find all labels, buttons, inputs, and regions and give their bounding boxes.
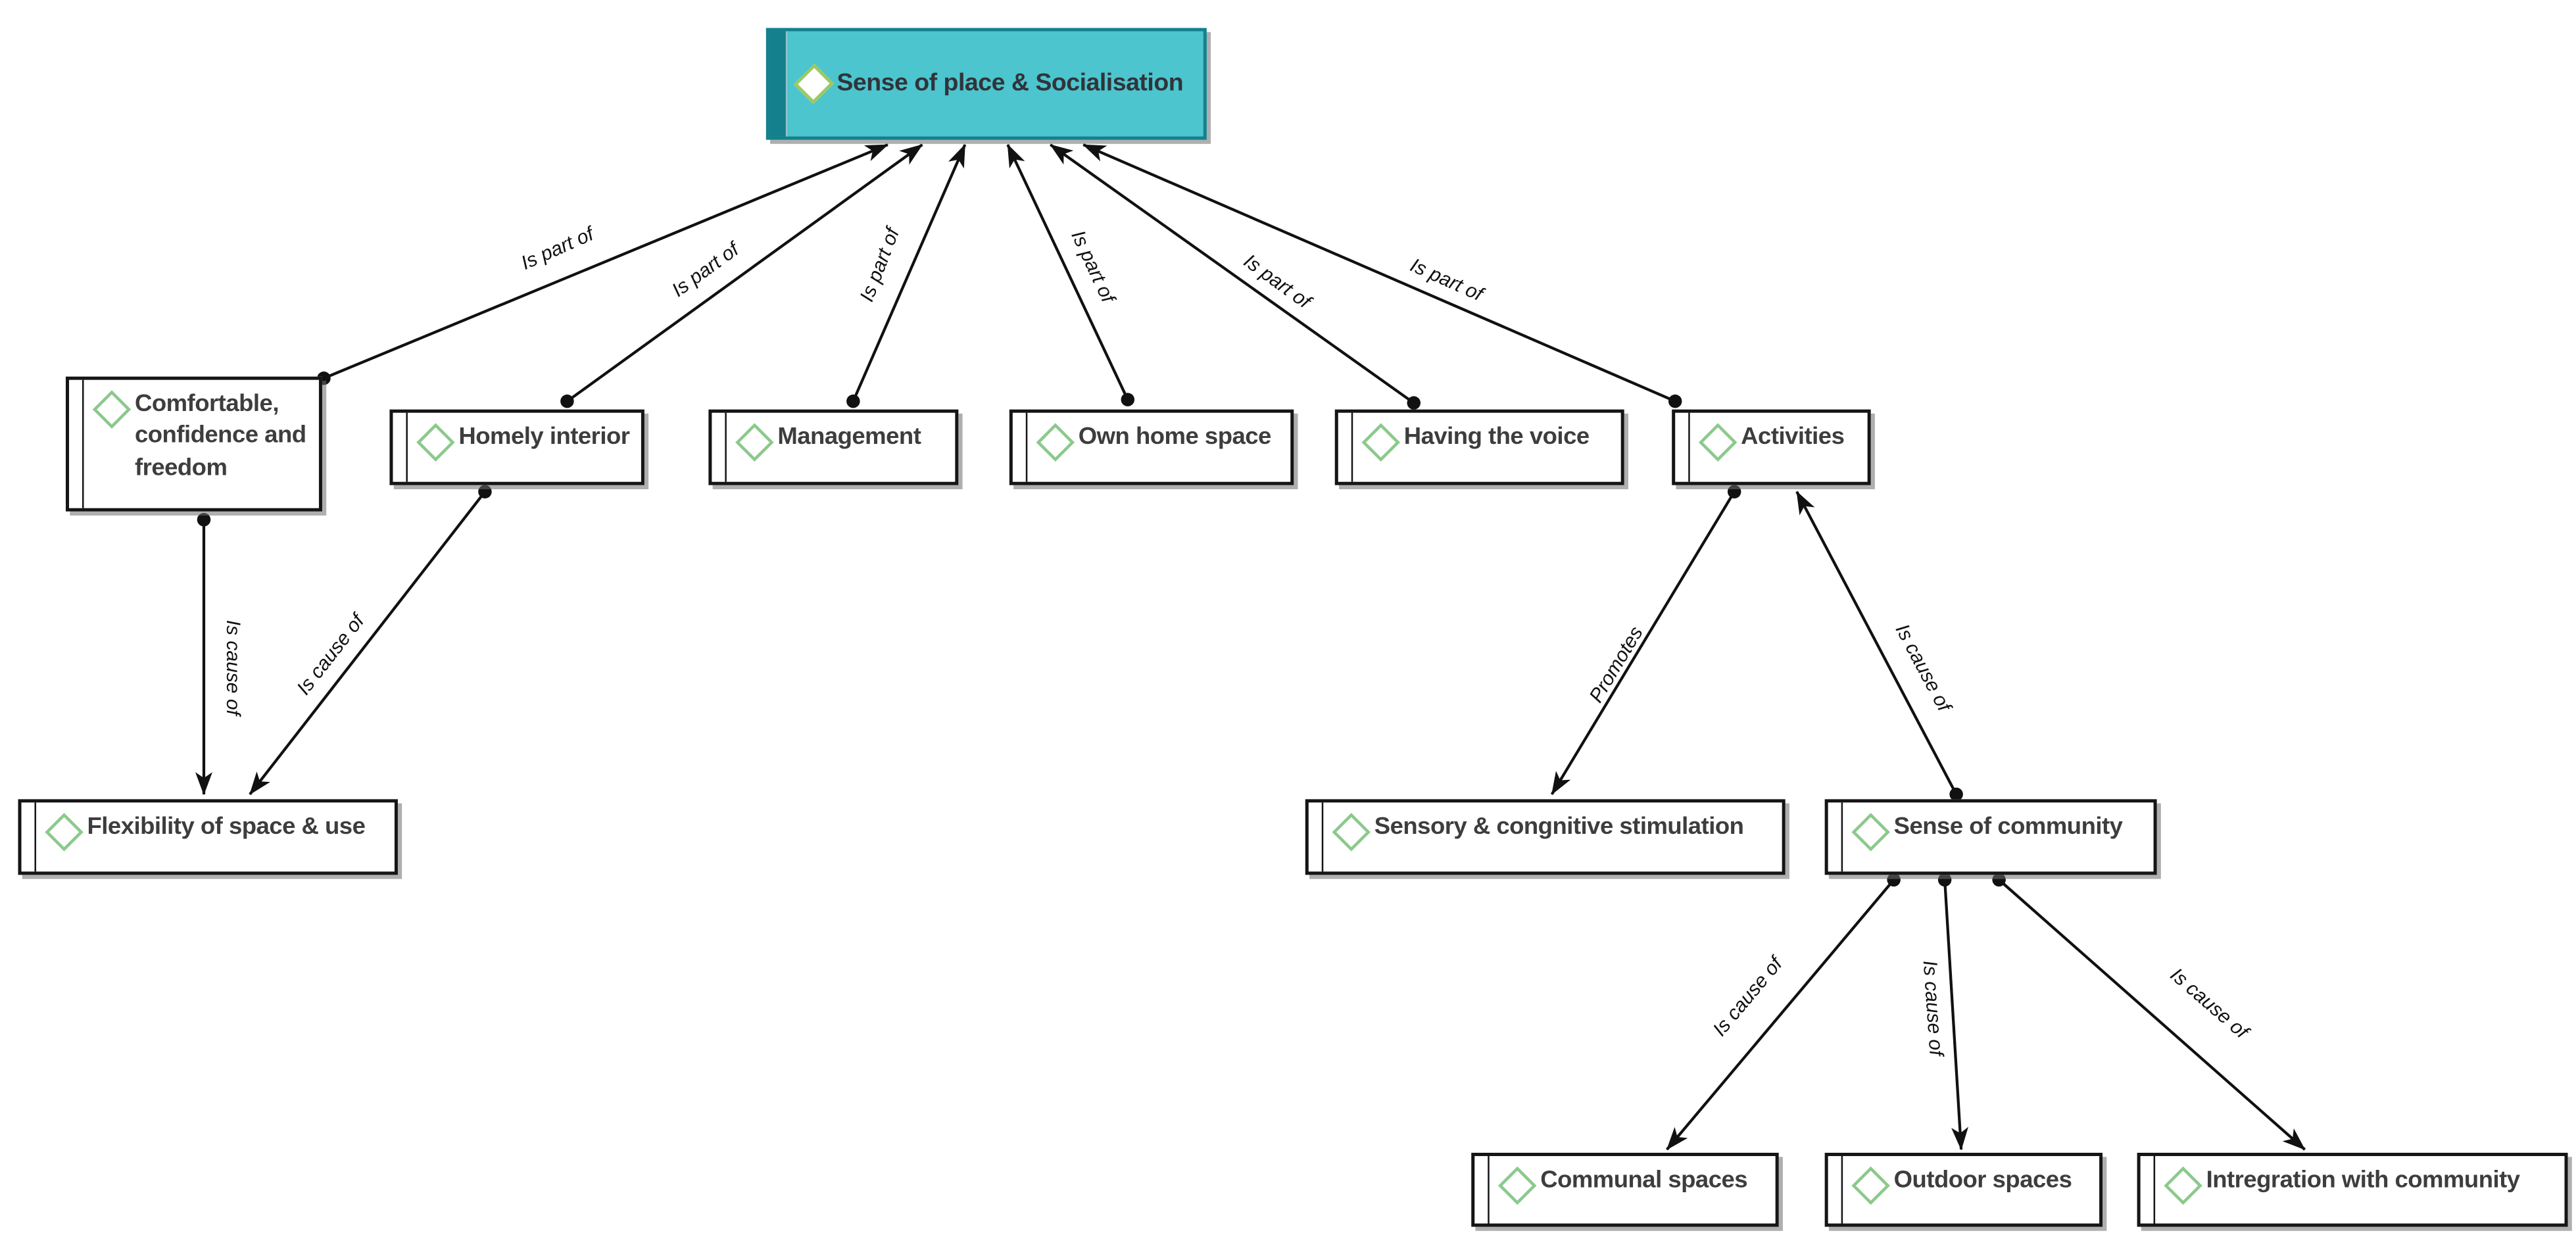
node-sense-of-community[interactable]: Sense of community [1824,799,2157,875]
node-label: Having the voice [1403,424,1590,451]
node-activities[interactable]: Activities [1672,409,1871,485]
edge-line-own-home-space-sense-of-place[interactable] [1006,143,1129,400]
node-communal-spaces[interactable]: Communal spaces [1471,1152,1779,1227]
node-outdoor-spaces[interactable]: Outdoor spaces [1824,1152,2103,1227]
edge-line-activities-sensory-congnitive-stimulation[interactable] [1550,491,1736,795]
node-homely-interior[interactable]: Homely interior [389,409,644,485]
edge-line-having-the-voice-sense-of-place[interactable] [1050,143,1415,404]
edge-line-sense-of-community-intregration-with-community[interactable] [1998,879,2306,1151]
node-sense-of-place[interactable]: Sense of place & Socialisation [766,28,1207,140]
edge-line-management-sense-of-place[interactable] [852,143,967,402]
edge-source-dot [1937,873,1952,887]
edge-line-sense-of-community-outdoor-spaces[interactable] [1943,879,1969,1151]
diamond-icon [1332,813,1371,852]
node-intregration-with-community[interactable]: Intregration with community [2137,1152,2568,1227]
diamond-icon [45,813,84,852]
node-label: Intregration with community [2206,1167,2520,1194]
diamond-icon [92,390,132,429]
node-label: Own home space [1078,424,1272,451]
edge-source-dot [197,512,211,527]
node-label: Communal spaces [1540,1167,1748,1194]
node-label: Management [777,424,921,451]
node-label: Sense of place & Socialisation [837,69,1184,97]
node-label: Homely interior [458,424,630,451]
node-management[interactable]: Management [708,409,959,485]
diamond-icon [735,423,774,462]
edge-line-activities-sense-of-place[interactable] [1082,143,1676,403]
node-flexibility-of-space[interactable]: Flexibility of space & use [18,799,398,875]
edge-source-dot [1121,393,1135,406]
edge-source-dot [1992,873,2006,887]
diamond-icon [1851,1166,1890,1205]
node-label: Comfortable, confidence and freedom [134,391,306,481]
node-label: Sense of community [1893,813,2123,840]
node-having-the-voice[interactable]: Having the voice [1334,409,1624,485]
edge-source-dot [1407,396,1421,410]
edge-source-dot [560,394,574,408]
node-label: Flexibility of space & use [87,813,366,840]
edge-line-sense-of-community-communal-spaces[interactable] [1666,879,1895,1151]
diamond-icon [1698,423,1738,462]
diamond-icon [416,423,455,462]
edge-source-dot [846,394,860,408]
node-comfortable-confidence-freedom[interactable]: Comfortable, confidence and freedom [65,376,322,512]
diamond-icon [1036,423,1075,462]
diamond-icon [1361,423,1401,462]
node-label: Activities [1741,424,1845,451]
node-sensory-congnitive-stimulation[interactable]: Sensory & congnitive stimulation [1305,799,1786,875]
diamond-icon [793,63,835,105]
edge-line-homely-interior-flexibility-of-space[interactable] [249,491,487,796]
node-label: Outdoor spaces [1893,1167,2072,1194]
edge-source-dot [1727,485,1741,498]
diamond-icon [1497,1166,1537,1205]
node-own-home-space[interactable]: Own home space [1009,409,1294,485]
diamond-icon [1851,813,1890,852]
edge-line-sense-of-community-activities[interactable] [1795,491,1958,795]
edge-source-dot [1949,787,1963,802]
edge-source-dot [1887,873,1901,887]
edge-source-dot [1668,394,1682,408]
edge-line-comfortable-confidence-freedom-sense-of-place[interactable] [323,143,888,380]
node-label: Sensory & congnitive stimulation [1374,813,1744,840]
edge-source-dot [478,485,492,498]
diamond-icon [2164,1166,2202,1205]
edge-line-homely-interior-sense-of-place[interactable] [566,143,923,402]
